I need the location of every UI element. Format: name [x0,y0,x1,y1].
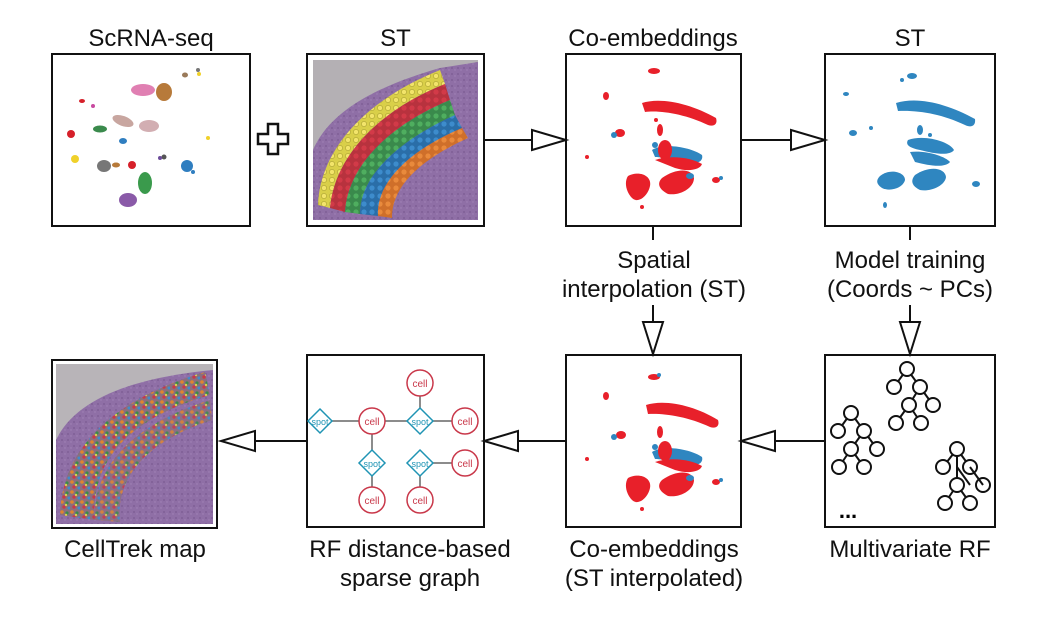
graph-node-cell-center: cell [358,407,386,435]
graph-node-cell-right-bottom: cell [451,449,479,477]
st-tissue-panel [306,53,485,227]
flow-arrows [217,128,922,453]
rf-graph-label: RF distance-based sparse graph [290,535,530,593]
svg-text:cell: cell [457,459,472,470]
co-embeddings-interp-points [585,373,723,511]
model-training-label: Model training (Coords ~ PCs) [805,246,1015,304]
svg-text:spot: spot [411,417,429,427]
rf-graph-panel: cell cell cell cell cell cell spot [306,354,485,528]
co-embeddings-title: Co-embeddings [568,25,738,52]
st-output-points [843,73,980,208]
svg-text:spot: spot [363,459,381,469]
svg-text:cell: cell [364,496,379,507]
spatial-interpolation-label: Spatial interpolation (ST) [540,246,768,304]
celltrek-map-label: CellTrek map [64,536,206,563]
graph-node-cell-bottom-right: cell [406,486,434,514]
graph-edges [320,396,452,488]
scrna-clusters [67,68,210,207]
graph-node-spot-left: spot [306,407,334,435]
svg-text:cell: cell [412,379,427,390]
st-output-panel [824,53,996,227]
rf-graph-line1: RF distance-based [309,536,511,563]
graph-node-cell-bottom-left: cell [358,486,386,514]
model-training-line2: (Coords ~ PCs) [826,276,994,303]
graph-node-cell-top: cell [406,369,434,397]
st-title: ST [380,25,411,52]
scrna-seq-title: ScRNA-seq [88,25,214,52]
co-embeddings-interp-panel [565,354,742,528]
rf-graph-line2: sparse graph [339,565,481,592]
svg-text:cell: cell [412,496,427,507]
scrna-seq-panel [51,53,251,227]
svg-text:spot: spot [411,459,429,469]
graph-node-spot-lower-left: spot [357,448,387,478]
co-embeddings-panel [565,53,742,227]
co-embeddings-points [585,68,723,209]
svg-text:cell: cell [457,417,472,428]
graph-node-spot-lower-right: spot [405,448,435,478]
spatial-interpolation-line1: Spatial [617,247,691,274]
co-embeddings-interp-line2: (ST interpolated) [564,565,744,592]
st-output-title: ST [894,25,926,52]
rf-ellipsis: ... [839,498,857,523]
rf-tree-icons [830,361,991,511]
multivariate-rf-label: Multivariate RF [829,536,991,563]
graph-node-cell-right-top: cell [451,407,479,435]
celltrek-map-panel [51,359,218,529]
model-training-line1: Model training [834,247,986,274]
co-embeddings-interp-label: Co-embeddings (ST interpolated) [540,535,768,593]
co-embeddings-interp-line1: Co-embeddings [569,536,739,563]
svg-text:cell: cell [364,417,379,428]
svg-text:spot: spot [311,417,329,427]
graph-node-spot-center: spot [405,406,435,436]
plus-icon [256,122,290,156]
spatial-interpolation-line2: interpolation (ST) [561,276,747,303]
multivariate-rf-panel: ... [824,354,996,528]
